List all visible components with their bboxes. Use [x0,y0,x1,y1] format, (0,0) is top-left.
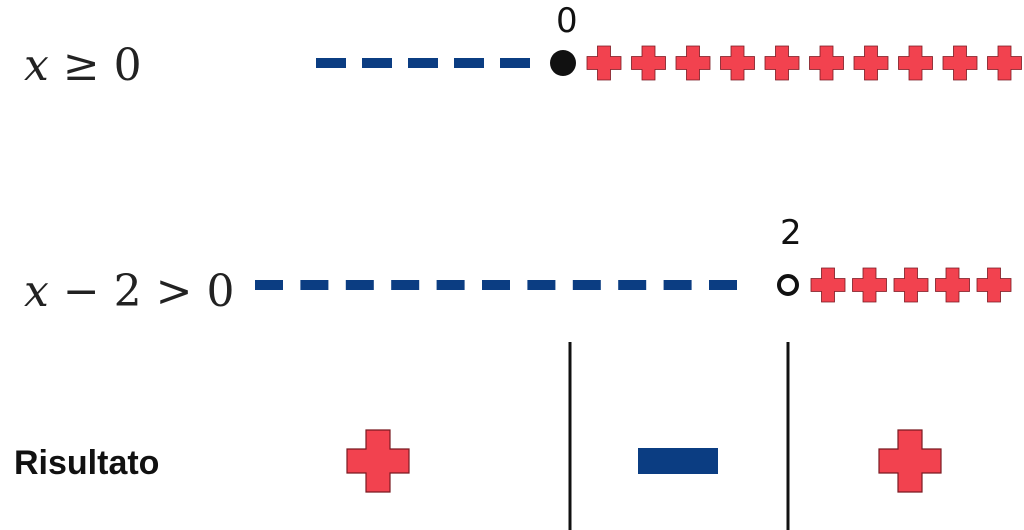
row1-minus-mark [316,58,346,68]
row2-minus-mark [300,280,329,290]
result-label: Risultato [14,444,160,482]
row2-open-point [777,274,799,296]
row2-plus-mark [852,267,887,303]
row2-minus-mark [572,280,601,290]
result-plus-sign [878,429,942,493]
inequality-label-1: x ≥ 0 [24,40,142,91]
row2-minus-mark [618,280,647,290]
result-minus-sign [638,448,718,474]
result-plus-sign [346,429,410,493]
row2-plus-mark [935,267,970,303]
inequality-label-2: x − 2 > 0 [24,266,235,317]
row2-plus-mark [976,267,1012,303]
row2-minus-mark [255,280,283,290]
row1-plus-mark [809,45,844,81]
row2-minus-mark [482,280,510,290]
row1-plus-mark [853,45,889,81]
row1-minus-mark [500,58,530,68]
row1-plus-mark [675,45,711,81]
row2-plus-mark [810,267,846,303]
row1-plus-mark [720,45,755,81]
row2-minus-mark [391,280,420,290]
row2-minus-mark [436,280,465,290]
row1-plus-mark [764,45,800,81]
row2-minus-mark [663,280,692,290]
row2-plus-mark [893,267,929,303]
row1-plus-mark [898,45,933,81]
row1-minus-mark [408,58,438,68]
row1-closed-point [550,50,576,76]
row1-plus-mark [942,45,978,81]
row2-minus-mark [345,280,374,290]
row2-minus-mark [709,280,737,290]
row1-plus-mark [631,45,666,81]
critical-value-2: 2 [780,213,802,253]
critical-value-1: 0 [556,1,578,41]
row1-plus-mark [987,45,1022,81]
row1-plus-mark [586,45,622,81]
row1-minus-mark [454,58,484,68]
row2-minus-mark [527,280,556,290]
row1-minus-mark [362,58,392,68]
